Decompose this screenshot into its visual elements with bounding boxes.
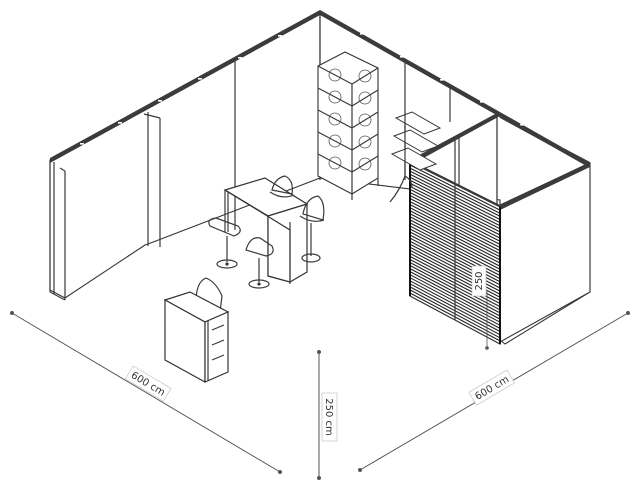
stool-2 xyxy=(299,195,325,263)
wall-shelves xyxy=(389,111,442,203)
cabin-height-text: 250 xyxy=(474,271,485,290)
cabin-louvered-door xyxy=(409,161,501,345)
dimension-height: 250 cm xyxy=(317,350,338,480)
wall-top-frame-left xyxy=(50,10,320,163)
cabin-height-guide-dot xyxy=(485,346,489,350)
stool-4 xyxy=(245,237,274,289)
bar-counter xyxy=(223,177,309,284)
stool-1 xyxy=(269,175,295,198)
cube-shelf xyxy=(317,51,379,200)
info-counter xyxy=(163,291,230,384)
stool-3 xyxy=(208,217,241,269)
cabin-height-label: 250 xyxy=(471,265,487,297)
dimension-height-text: 250 cm xyxy=(323,398,334,436)
wall-left-post xyxy=(49,160,66,301)
dimension-left: 600 cm xyxy=(10,311,282,474)
